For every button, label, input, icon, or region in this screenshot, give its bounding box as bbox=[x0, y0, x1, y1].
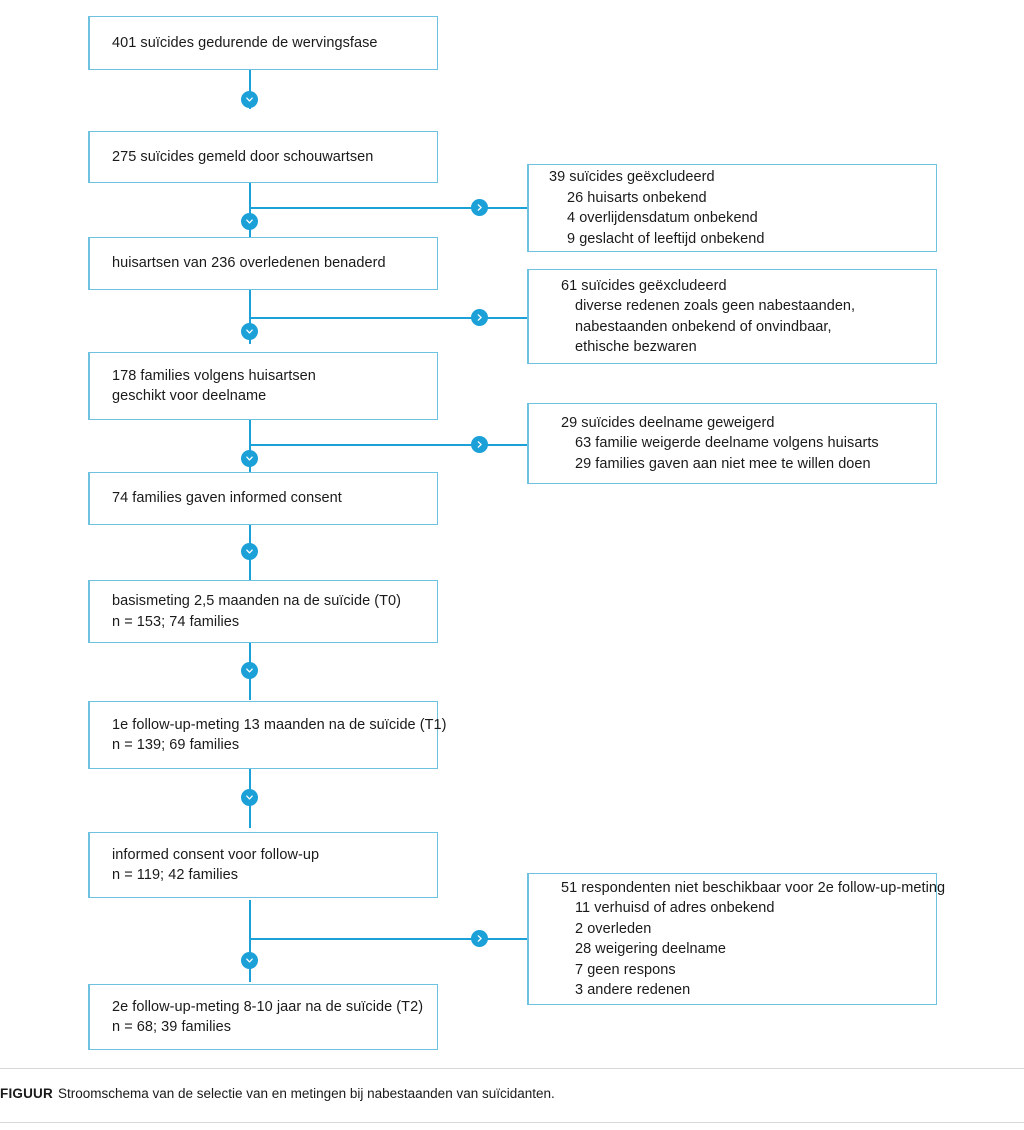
flow-node-n5: 74 families gaven informed consent bbox=[88, 472, 438, 525]
node-line: 401 suïcides gedurende de wervingsfase bbox=[112, 34, 378, 51]
node-line: basismeting 2,5 maanden na de suïcide (T… bbox=[112, 593, 402, 609]
caption-divider-bottom bbox=[0, 1122, 1024, 1123]
chevron-down-icon bbox=[241, 91, 258, 108]
exclusion-node-e3: 29 suïcides deelname geweigerd 63 famili… bbox=[527, 403, 937, 484]
exclusion-item: 63 familie weigerde deelname volgens hui… bbox=[575, 435, 879, 452]
exclusion-header: 51 respondenten niet beschikbaar voor 2e… bbox=[561, 879, 946, 896]
chevron-right-icon bbox=[471, 309, 488, 326]
exclusion-item: 3 andere redenen bbox=[575, 982, 691, 998]
exclusion-item: 29 families gaven aan niet mee te willen… bbox=[575, 455, 871, 472]
flow-node-n1: 401 suïcides gedurende de wervingsfase bbox=[88, 16, 438, 70]
chevron-down-icon bbox=[241, 450, 258, 467]
node-line: n = 153; 74 families bbox=[112, 613, 240, 630]
flow-node-n2: 275 suïcides gemeld door schouwartsen bbox=[88, 131, 438, 183]
node-line: informed consent voor follow-up bbox=[112, 846, 320, 863]
branch-line-e1 bbox=[249, 207, 527, 209]
flow-node-n6: basismeting 2,5 maanden na de suïcide (T… bbox=[88, 580, 438, 643]
chevron-down-icon bbox=[241, 213, 258, 230]
node-line: n = 68; 39 families bbox=[112, 1019, 232, 1035]
branch-line-e3 bbox=[249, 444, 527, 446]
branch-line-e4 bbox=[249, 938, 527, 940]
connector-n1-n2 bbox=[249, 69, 251, 109]
exclusion-item: 7 geen respons bbox=[575, 961, 676, 978]
chevron-down-icon bbox=[241, 543, 258, 560]
chevron-right-icon bbox=[471, 436, 488, 453]
exclusion-item: 9 geslacht of leeftijd onbekend bbox=[567, 230, 765, 247]
branch-line-e2 bbox=[249, 317, 527, 319]
exclusion-header: 39 suïcides geëxcludeerd bbox=[549, 169, 715, 185]
chevron-down-icon bbox=[241, 789, 258, 806]
exclusion-node-e2: 61 suïcides geëxcludeerd diverse redenen… bbox=[527, 269, 937, 364]
exclusion-item: diverse redenen zoals geen nabestaanden, bbox=[575, 298, 856, 314]
caption-divider-top bbox=[0, 1068, 1024, 1069]
exclusion-item: 28 weigering deelname bbox=[575, 941, 726, 957]
flowchart-canvas: 401 suïcides gedurende de wervingsfase 2… bbox=[88, 16, 946, 1050]
figure-caption-label: FIGUUR bbox=[0, 1086, 53, 1101]
node-line: 178 families volgens huisartsen bbox=[112, 367, 316, 384]
figure-caption-text: Stroomschema van de selectie van en meti… bbox=[57, 1086, 555, 1101]
chevron-right-icon bbox=[471, 930, 488, 947]
exclusion-item: 26 huisarts onbekend bbox=[567, 189, 707, 206]
chevron-right-icon bbox=[471, 199, 488, 216]
node-line: geschikt voor deelname bbox=[112, 388, 267, 404]
figure-caption: FIGUUR Stroomschema van de selectie van e… bbox=[0, 1085, 1000, 1103]
node-line: n = 119; 42 families bbox=[112, 867, 239, 883]
connector-n4-n5 bbox=[249, 419, 251, 473]
exclusion-node-e4: 51 respondenten niet beschikbaar voor 2e… bbox=[527, 873, 946, 1005]
flow-node-n9: 2e follow-up-meting 8-10 jaar na de suïc… bbox=[88, 984, 438, 1050]
exclusion-item: 4 overlijdensdatum onbekend bbox=[567, 210, 758, 226]
node-line: 1e follow-up-meting 13 maanden na de suï… bbox=[112, 716, 447, 733]
connector-n8-n9 bbox=[249, 900, 251, 982]
node-line: 74 families gaven informed consent bbox=[112, 490, 342, 507]
node-line: 2e follow-up-meting 8-10 jaar na de suïc… bbox=[112, 998, 424, 1015]
exclusion-item: nabestaanden onbekend of onvindbaar, bbox=[575, 318, 832, 335]
connector-n2-n3 bbox=[249, 182, 251, 237]
node-line: n = 139; 69 families bbox=[112, 737, 240, 753]
exclusion-header: 29 suïcides deelname geweigerd bbox=[561, 414, 775, 431]
exclusion-item: 11 verhuisd of adres onbekend bbox=[575, 900, 775, 916]
exclusion-node-e1: 39 suïcides geëxcludeerd 26 huisarts onb… bbox=[527, 164, 937, 252]
flow-node-n7: 1e follow-up-meting 13 maanden na de suï… bbox=[88, 701, 447, 769]
chevron-down-icon bbox=[241, 952, 258, 969]
flow-node-n3: huisartsen van 236 overledenen benaderd bbox=[88, 237, 438, 290]
chevron-down-icon bbox=[241, 662, 258, 679]
flow-node-n4: 178 families volgens huisartsen geschikt… bbox=[88, 352, 438, 420]
connector-n3-n4 bbox=[249, 289, 251, 344]
exclusion-header: 61 suïcides geëxcludeerd bbox=[561, 277, 727, 294]
node-line: 275 suïcides gemeld door schouwartsen bbox=[112, 148, 374, 165]
chevron-down-icon bbox=[241, 323, 258, 340]
node-line: huisartsen van 236 overledenen benaderd bbox=[112, 255, 386, 272]
exclusion-item: ethische bezwaren bbox=[575, 339, 697, 355]
flow-node-n8: informed consent voor follow-up n = 119;… bbox=[88, 832, 438, 898]
exclusion-item: 2 overleden bbox=[575, 920, 652, 937]
